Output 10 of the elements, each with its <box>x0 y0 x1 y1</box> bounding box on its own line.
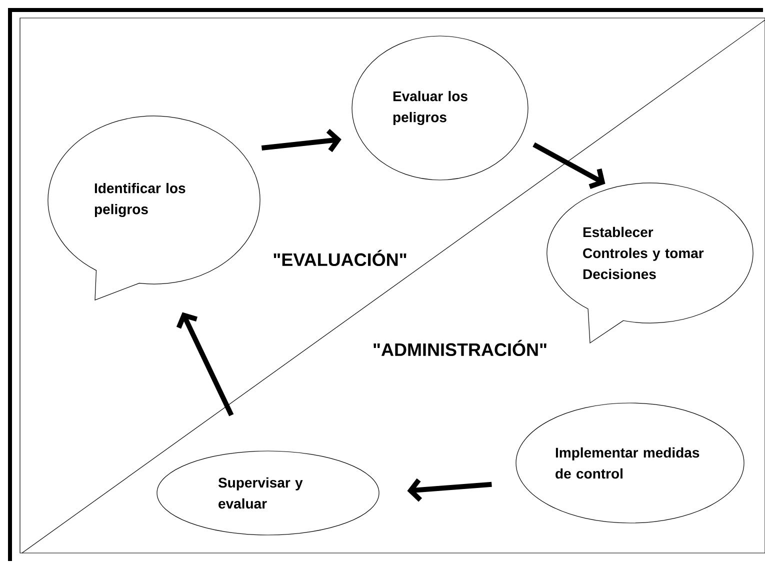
arrow <box>532 142 606 189</box>
arrow <box>176 312 234 416</box>
arrow <box>261 128 342 152</box>
arrow <box>407 478 492 502</box>
ellipse-node: Implementar medidas de control <box>516 402 744 524</box>
speech-bubble: Identificar los peligros <box>48 116 260 300</box>
ellipse-node: Supervisar y evaluar <box>156 450 380 536</box>
region-label: "ADMINISTRACIÓN" <box>374 340 546 356</box>
speech-bubble: Establecer Controles y tomar Decisiones <box>546 182 754 344</box>
ellipse-node: Evaluar los peligros <box>352 36 528 180</box>
